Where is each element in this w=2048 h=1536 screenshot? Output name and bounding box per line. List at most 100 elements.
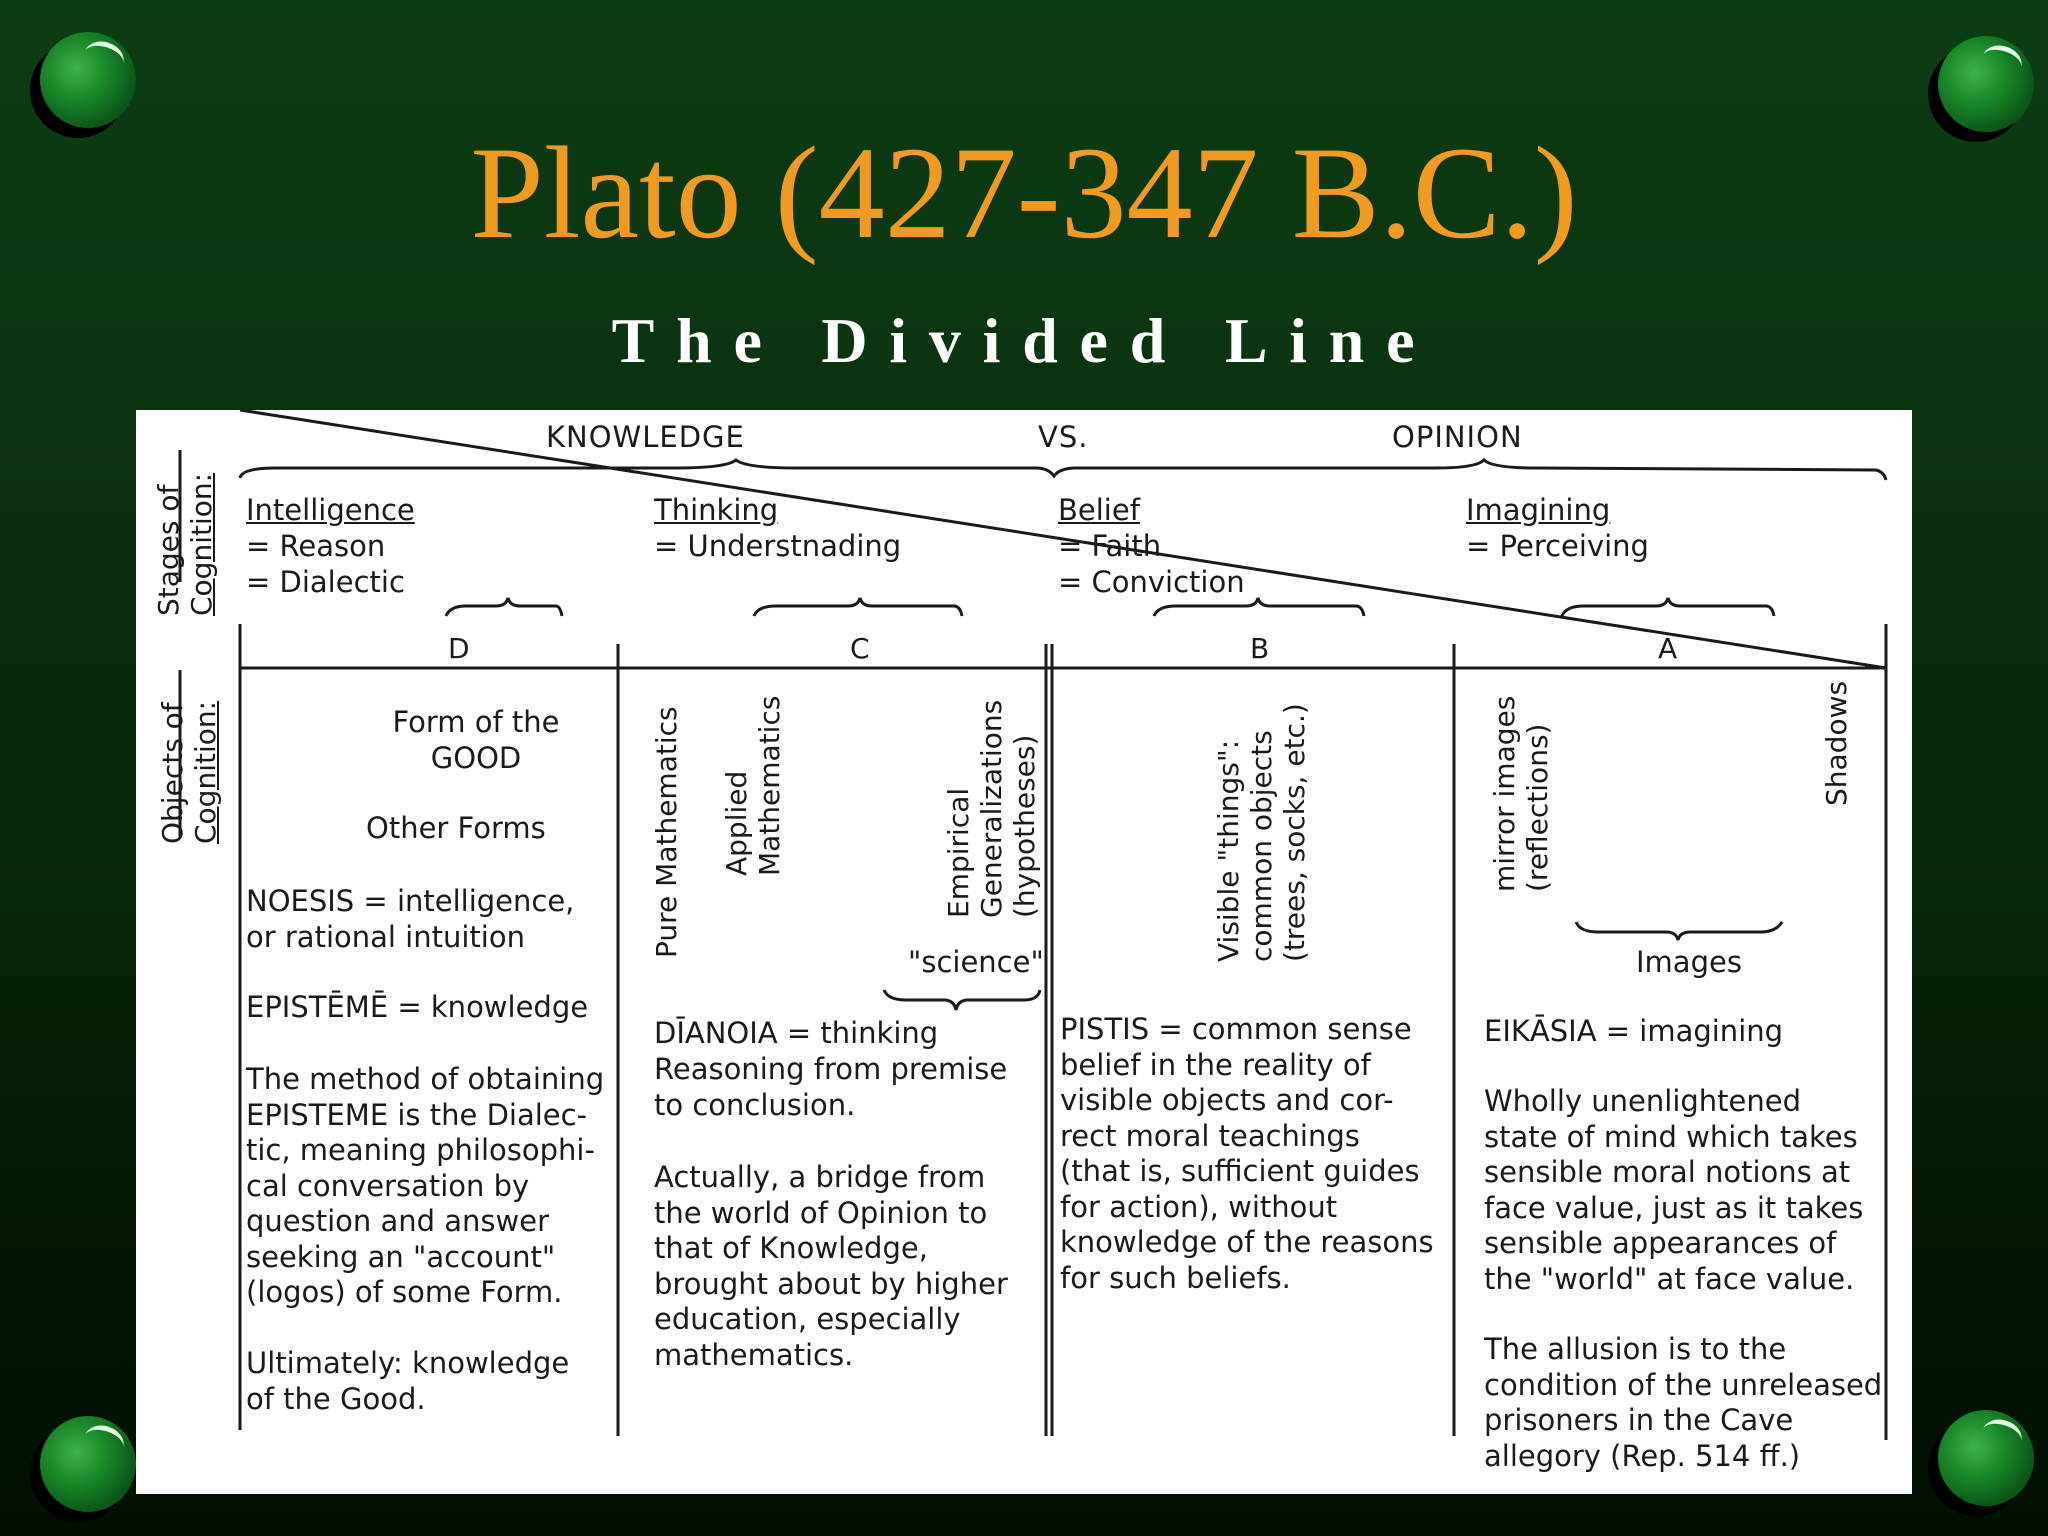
pistis-line: belief in the reality of bbox=[1060, 1047, 1371, 1082]
knowledge-label: KNOWLEDGE bbox=[546, 420, 745, 454]
empirical-line2: Generalizations bbox=[975, 699, 1008, 918]
pistis-line: for action), without bbox=[1060, 1189, 1338, 1224]
visible-line3: (trees, socks, etc.) bbox=[1278, 703, 1311, 962]
science-label: "science" bbox=[908, 945, 1044, 979]
stage-imagining: Imagining = Perceiving bbox=[1466, 492, 1649, 564]
pistis-line: visible objects and cor- bbox=[1060, 1083, 1394, 1117]
bridge-line: that of Knowledge, bbox=[654, 1231, 928, 1265]
reasoning-line: Reasoning from premise bbox=[654, 1052, 1008, 1086]
wholly-line: sensible appearances of bbox=[1484, 1226, 1837, 1260]
mirror-line1: mirror images bbox=[1488, 695, 1521, 892]
allusion-line: allegory (Rep. 514 ff.) bbox=[1484, 1438, 1801, 1473]
stage-title: Thinking bbox=[654, 493, 779, 527]
stage-line1: = Reason bbox=[246, 529, 386, 563]
stage-title: Belief bbox=[1058, 493, 1140, 527]
corner-ball-top-left bbox=[30, 32, 144, 138]
pistis-line: for such beliefs. bbox=[1060, 1260, 1291, 1295]
images-label: Images bbox=[1636, 945, 1742, 979]
eikasia-text: EIKĀSIA = imagining bbox=[1484, 1014, 1784, 1048]
stages-label-line1: Stages of bbox=[152, 484, 185, 616]
applied-line1: Applied bbox=[720, 770, 753, 876]
form-line2: GOOD bbox=[430, 741, 522, 775]
bridge-line: brought about by higher bbox=[654, 1266, 1008, 1301]
corner-ball-bottom-right bbox=[1928, 1410, 2042, 1516]
wholly-line: the "world" at face value. bbox=[1484, 1261, 1855, 1296]
empirical-generalizations: Empirical Generalizations (hypotheses) bbox=[942, 700, 1041, 918]
wholly-line: face value, just as it takes bbox=[1484, 1190, 1864, 1225]
method-line: cal conversation by bbox=[246, 1168, 530, 1203]
stage-title: Intelligence bbox=[246, 493, 415, 527]
corner-ball-bottom-left bbox=[30, 1416, 144, 1522]
noesis-line1: NOESIS = intelligence, bbox=[246, 884, 575, 918]
bridge-text: Actually, a bridge from the world of Opi… bbox=[654, 1160, 1008, 1373]
stage-line1: = Perceiving bbox=[1466, 529, 1649, 563]
empirical-line1: Empirical bbox=[942, 787, 975, 918]
diagram-lines bbox=[178, 410, 1888, 1440]
stage-line1: = Faith bbox=[1058, 529, 1162, 563]
ultimately-text: Ultimately: knowledge of the Good. bbox=[246, 1346, 569, 1417]
slide-title: Plato (427-347 B.C.) bbox=[470, 119, 1578, 266]
allusion-line: The allusion is to the bbox=[1484, 1332, 1787, 1366]
shadows-label: Shadows bbox=[1820, 680, 1853, 806]
dianoia-text: DĪANOIA = thinking bbox=[654, 1016, 939, 1050]
other-forms: Other Forms bbox=[366, 811, 546, 845]
method-line: EPISTEME is the Dialec- bbox=[246, 1097, 588, 1132]
stage-intelligence: Intelligence = Reason = Dialectic bbox=[246, 492, 415, 600]
visible-line2: common objects bbox=[1245, 730, 1278, 962]
section-letter-c: C bbox=[850, 632, 870, 665]
objects-label-line1: Objects of bbox=[156, 702, 189, 844]
form-line1: Form of the bbox=[392, 705, 560, 739]
section-letter-b: B bbox=[1250, 632, 1270, 665]
shadows: Shadows bbox=[1820, 681, 1853, 806]
stage-title: Imagining bbox=[1466, 493, 1611, 527]
pure-math-label: Pure Mathematics bbox=[650, 706, 683, 958]
visible-line1: Visible "things": bbox=[1212, 739, 1245, 962]
allusion-text: The allusion is to the condition of the … bbox=[1484, 1332, 1882, 1474]
pure-mathematics: Pure Mathematics bbox=[650, 706, 683, 958]
section-letter-a: A bbox=[1658, 632, 1678, 665]
allusion-line: prisoners in the Cave bbox=[1484, 1403, 1794, 1437]
pistis-line: rect moral teachings bbox=[1060, 1118, 1360, 1153]
stage-line2: = Dialectic bbox=[246, 565, 405, 599]
opinion-label: OPINION bbox=[1392, 420, 1523, 454]
pistis-text: PISTIS = common sense belief in the real… bbox=[1060, 1012, 1434, 1296]
bridge-line: education, especially bbox=[654, 1302, 961, 1336]
stage-belief: Belief = Faith = Conviction bbox=[1058, 492, 1245, 600]
stages-of-cognition-label: Stages of Cognition: bbox=[152, 473, 218, 616]
corner-ball-top-right bbox=[1928, 36, 2042, 142]
mirror-images: mirror images (reflections) bbox=[1488, 696, 1554, 892]
wholly-text: Wholly unenlightened state of mind which… bbox=[1484, 1084, 1863, 1297]
wholly-line: Wholly unenlightened bbox=[1484, 1084, 1802, 1118]
stages-label-line2: Cognition: bbox=[185, 472, 218, 616]
method-line: question and answer bbox=[246, 1204, 550, 1238]
noesis-line2: or rational intuition bbox=[246, 919, 525, 954]
section-letter-d: D bbox=[448, 632, 470, 665]
method-line: The method of obtaining bbox=[246, 1062, 605, 1096]
method-line: tic, meaning philosophi- bbox=[246, 1133, 595, 1167]
bridge-line: mathematics. bbox=[654, 1337, 854, 1372]
stage-thinking: Thinking = Understnading bbox=[654, 492, 901, 564]
bridge-line: the world of Opinion to bbox=[654, 1195, 988, 1230]
reasoning-text: Reasoning from premise to conclusion. bbox=[654, 1052, 1007, 1123]
vs-label: VS. bbox=[1038, 420, 1089, 454]
visible-things: Visible "things": common objects (trees,… bbox=[1212, 703, 1311, 962]
slide-subtitle: The Divided Line bbox=[611, 305, 1437, 376]
applied-mathematics: Applied Mathematics bbox=[720, 696, 786, 876]
objects-label-line2: Cognition: bbox=[189, 700, 222, 844]
ultimately-line: of the Good. bbox=[246, 1381, 426, 1416]
ultimately-line: Ultimately: knowledge bbox=[246, 1346, 570, 1380]
noesis-text: NOESIS = intelligence, or rational intui… bbox=[246, 884, 574, 955]
episteme-text: EPISTĒMĒ = knowledge bbox=[246, 990, 589, 1024]
pistis-line: (that is, sufficient guides bbox=[1060, 1154, 1420, 1188]
objects-of-cognition-label: Objects of Cognition: bbox=[156, 701, 222, 844]
stage-line1: = Understnading bbox=[654, 529, 902, 563]
allusion-line: condition of the unreleased bbox=[1484, 1367, 1883, 1402]
method-line: (logos) of some Form. bbox=[246, 1275, 563, 1309]
empirical-line3: (hypotheses) bbox=[1008, 734, 1041, 918]
form-of-the-good: Form of the GOOD bbox=[356, 704, 596, 776]
mirror-line2: (reflections) bbox=[1521, 723, 1554, 892]
method-line: seeking an "account" bbox=[246, 1239, 556, 1274]
divided-line-diagram: KNOWLEDGE VS. OPINION Stages of Cognitio… bbox=[136, 410, 1912, 1494]
bridge-line: Actually, a bridge from bbox=[654, 1160, 986, 1194]
wholly-line: state of mind which takes bbox=[1484, 1119, 1858, 1154]
